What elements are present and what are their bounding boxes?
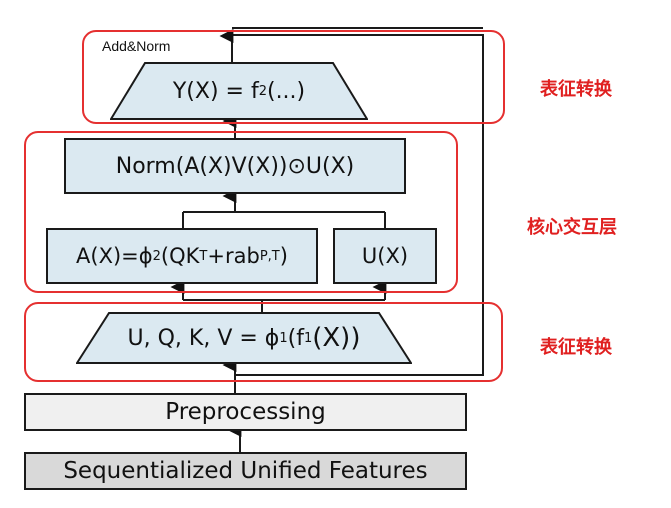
- output-trapezoid: [110, 62, 368, 120]
- annotation-bottom: 表征转换: [540, 337, 612, 358]
- annotation-middle: 核心交互层: [527, 217, 617, 238]
- preprocessing-box: Preprocessing: [24, 393, 467, 431]
- features-box: Sequentialized Unified Features: [24, 452, 467, 490]
- norm-gating-box: Norm(A(X)V(X))⊙U(X): [64, 138, 406, 194]
- top-representation-group: [82, 30, 505, 124]
- add-norm-label: Add&Norm: [102, 38, 171, 54]
- annotation-top: 表征转换: [540, 79, 612, 100]
- bottom-representation-group: [24, 302, 503, 382]
- core-interaction-group: [24, 131, 458, 293]
- u-box: U(X): [333, 228, 437, 284]
- projection-trapezoid: [76, 312, 412, 364]
